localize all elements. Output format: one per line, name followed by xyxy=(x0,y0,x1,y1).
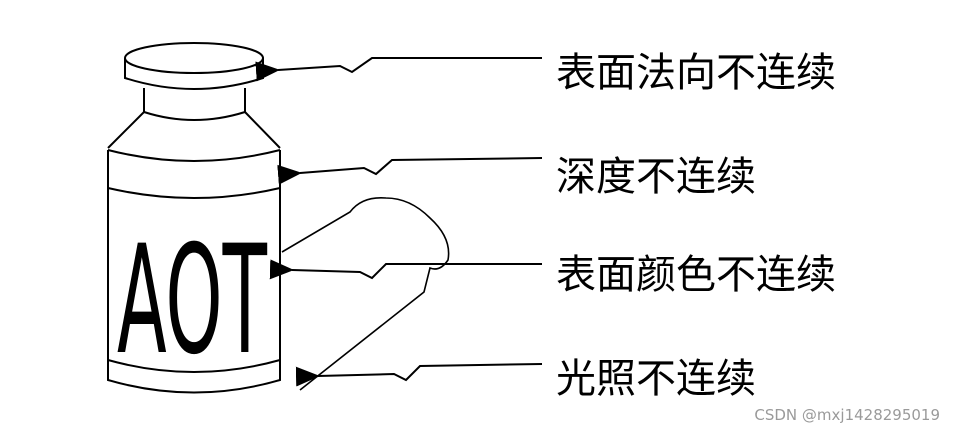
label-band-top xyxy=(107,187,281,199)
label-depth-discontinuity: 深度不连续 xyxy=(556,154,756,200)
leader-normal xyxy=(255,57,542,82)
bottle-shadow xyxy=(281,196,450,391)
label-surface-normal-discontinuity: 表面法向不连续 xyxy=(556,50,836,96)
bottle-body xyxy=(107,150,281,394)
label-illumination-discontinuity: 光照不连续 xyxy=(556,356,756,402)
bottle-cap-top xyxy=(124,42,264,74)
label-band-bottom xyxy=(107,359,281,373)
watermark: CSDN @mxj1428295019 xyxy=(754,406,940,424)
label-surface-color-discontinuity: 表面颜色不连续 xyxy=(556,252,836,298)
leader-depth xyxy=(277,157,543,185)
leader-color xyxy=(269,259,542,280)
bottle-neck xyxy=(143,88,246,121)
bottle-printed-text: AOT xyxy=(117,214,268,388)
bottle-cap-side xyxy=(124,58,264,90)
bottle-shoulder xyxy=(107,111,281,149)
bottle: AOT xyxy=(107,42,281,394)
leader-lighting xyxy=(295,363,543,387)
